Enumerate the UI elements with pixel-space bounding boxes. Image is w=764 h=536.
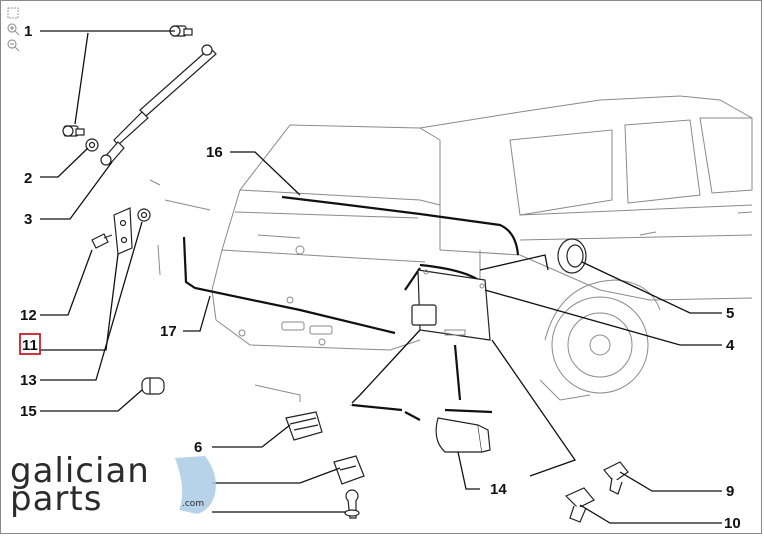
logo-suffix-com: .com <box>182 499 205 509</box>
zoom-out-icon[interactable] <box>6 38 20 52</box>
callout-labels: 1 2 3 4 5 6 9 10 11 12 13 14 15 16 17 <box>19 23 741 532</box>
part-2-washer[interactable] <box>85 138 99 152</box>
part-6-switch[interactable] <box>285 411 323 441</box>
electrical-connector[interactable] <box>333 455 365 485</box>
part-3-gas-strut[interactable] <box>100 44 217 166</box>
callout-16[interactable]: 16 <box>206 144 223 161</box>
callout-10[interactable]: 10 <box>724 515 741 532</box>
part-9-clip[interactable] <box>603 461 629 495</box>
callout-5[interactable]: 5 <box>726 305 734 322</box>
callout-12[interactable]: 12 <box>20 307 37 324</box>
zoom-in-icon[interactable] <box>6 22 20 36</box>
callout-11-highlight-box <box>19 333 41 355</box>
part-15-plug[interactable] <box>141 377 165 395</box>
part-12-screw[interactable] <box>91 233 113 249</box>
callout-13[interactable]: 13 <box>20 372 37 389</box>
callout-15[interactable]: 15 <box>20 403 37 420</box>
callout-1[interactable]: 1 <box>24 23 32 40</box>
part-14-lamp-lens[interactable] <box>435 417 491 453</box>
callout-2[interactable]: 2 <box>24 170 32 187</box>
logo-accent-shape <box>175 456 216 514</box>
galicianparts-logo: galician parts .com <box>10 452 220 522</box>
part-5-fuel-cap[interactable] <box>557 238 587 274</box>
callout-3[interactable]: 3 <box>24 211 32 228</box>
part-10-clip[interactable] <box>564 487 595 523</box>
part-1-ball-stud[interactable] <box>169 25 193 37</box>
leader-lines <box>40 30 722 524</box>
trim-strip <box>351 403 421 421</box>
callout-6[interactable]: 6 <box>194 439 202 456</box>
car-body-outline <box>149 95 753 411</box>
part-11-bracket[interactable] <box>113 207 133 255</box>
fit-to-screen-icon[interactable] <box>6 6 20 20</box>
callout-17[interactable]: 17 <box>160 323 177 340</box>
callout-4[interactable]: 4 <box>726 337 735 354</box>
part-17-seal[interactable] <box>182 236 396 335</box>
logo-word-parts: parts <box>10 479 103 519</box>
part-16-seal[interactable] <box>281 195 520 256</box>
callout-9[interactable]: 9 <box>726 483 734 500</box>
part-13-nut[interactable] <box>137 208 151 222</box>
callout-11[interactable]: 11 <box>22 337 38 354</box>
part-14-lens-seal[interactable] <box>444 344 493 414</box>
callout-14[interactable]: 14 <box>490 481 507 498</box>
part-1-ball-stud[interactable] <box>62 125 85 137</box>
zoom-toolbar <box>6 6 22 54</box>
logo-word-galician: galician <box>10 451 150 491</box>
part-4-fuel-flap-housing[interactable] <box>411 269 491 341</box>
mounting-screw[interactable] <box>344 489 360 519</box>
